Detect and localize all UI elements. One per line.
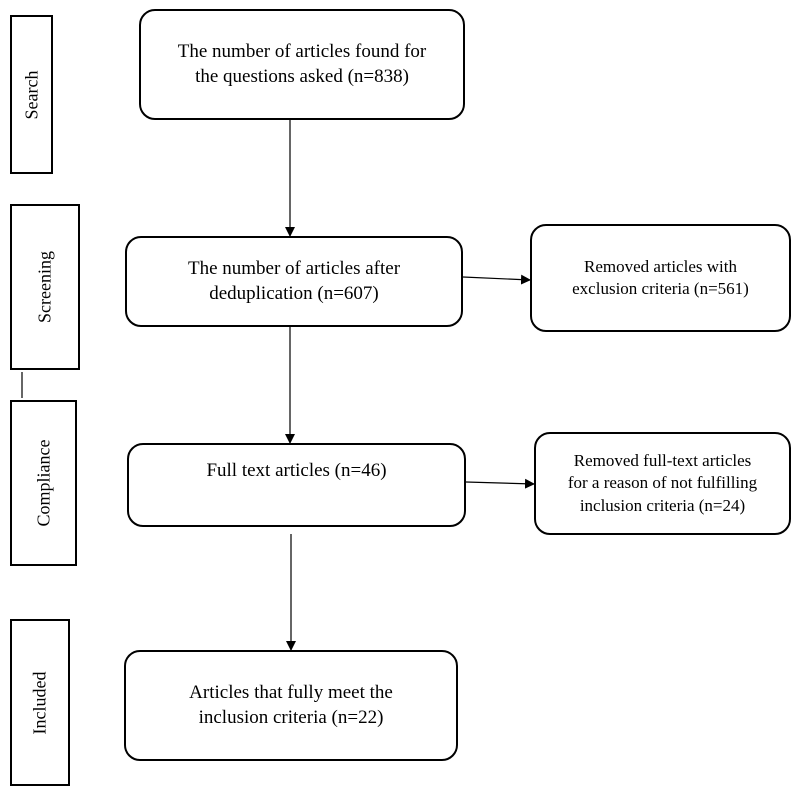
box-removed-exclusion: Removed articles with exclusion criteria… xyxy=(530,224,791,332)
arrow-deduplicated-to-removed xyxy=(462,274,531,285)
stage-screening-label: Screening xyxy=(34,251,55,323)
stage-compliance-label: Compliance xyxy=(33,439,53,527)
box-included-articles: Articles that fully meet the inclusion c… xyxy=(124,650,458,761)
box-after-deduplication: The number of articles after deduplicati… xyxy=(125,236,463,327)
stage-included-label: Included xyxy=(29,671,50,734)
stage-screening: Screening xyxy=(10,204,80,370)
box-articles-found: The number of articles found for the que… xyxy=(139,9,465,120)
box-removed-full-text: Removed full-text articles for a reason … xyxy=(534,432,791,535)
stage-search-label: Search xyxy=(21,70,41,119)
arrow-fulltext-to-removed xyxy=(465,478,535,489)
stage-compliance: Compliance xyxy=(10,400,77,566)
stage-search: Search xyxy=(10,15,53,174)
stage-included: Included xyxy=(10,619,70,786)
box-full-text-articles: Full text articles (n=46) xyxy=(127,443,466,527)
